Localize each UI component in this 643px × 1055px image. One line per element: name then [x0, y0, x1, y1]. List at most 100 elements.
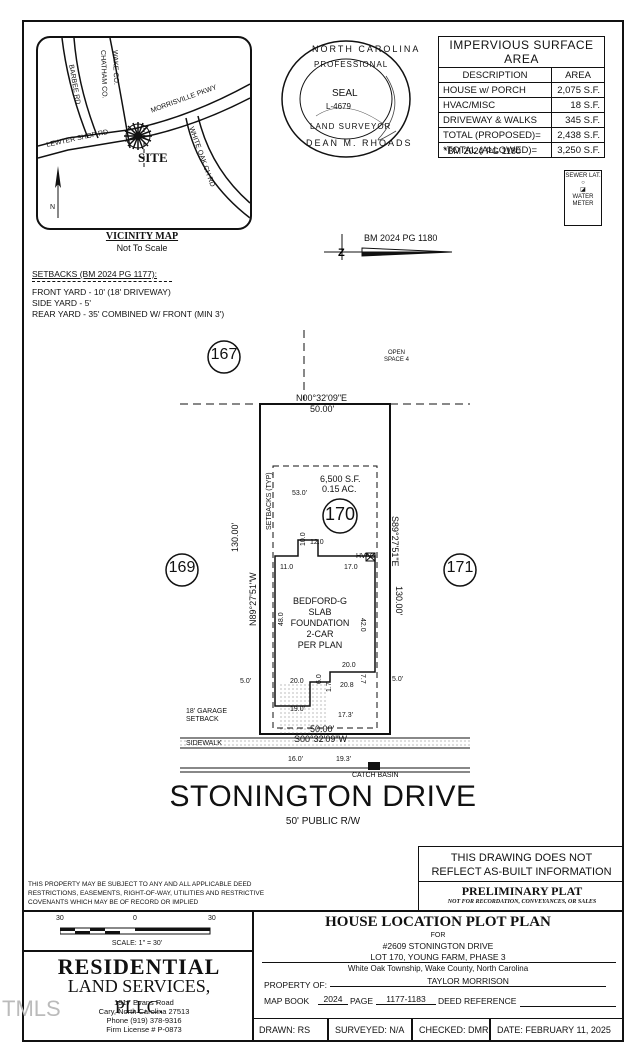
sewer-label: SEWER LAT.	[565, 173, 601, 179]
impervious-note: *BM 2024 PG 1180	[444, 146, 521, 156]
scale-label: SCALE: 1" = 30'	[111, 940, 163, 947]
water-label: WATER METER	[572, 194, 594, 207]
plan-title: HOUSE LOCATION PLOT PLAN	[325, 914, 551, 930]
preliminary-title: PRELIMINARY PLAT	[461, 884, 583, 898]
scale-divider	[22, 950, 252, 952]
bearing-bottom: S00°32'09"W	[294, 734, 348, 744]
catch-basin-icon	[368, 762, 380, 770]
site-label: SITE	[138, 150, 168, 165]
lot-170-circle	[322, 498, 358, 534]
company-address: 1917 Evans Road Cary, North Carolina 275…	[44, 998, 244, 1034]
company-license: Firm License # P-0873	[106, 1025, 182, 1034]
dim-20-8: 20.8	[340, 682, 354, 689]
lot-171-label: 171	[446, 559, 474, 576]
dim-17: 17.0	[344, 564, 358, 571]
dim-48: 48.0	[278, 612, 285, 626]
impervious-col-desc: DESCRIPTION	[438, 67, 552, 83]
company-addr2: Cary, North Carolina 27513	[98, 1007, 190, 1016]
scale-right: 30	[208, 915, 216, 922]
asbuilt-notice: THIS DRAWING DOES NOT REFLECT AS-BUILT I…	[418, 846, 624, 882]
row-area: 2,438 S.F.	[551, 127, 605, 143]
open-space-line: SPACE 4	[384, 357, 409, 363]
row-area: 18 S.F.	[551, 97, 605, 113]
scale-bar	[60, 927, 211, 935]
row-area: 2,075 S.F.	[551, 82, 605, 98]
seal-land-surveyor: LAND SURVEYOR	[310, 122, 392, 131]
dim-19: 19.0'	[290, 706, 305, 713]
property-of-value: TAYLOR MORRISON	[330, 976, 606, 987]
deed-line	[520, 1006, 616, 1007]
hvac-icon	[365, 552, 376, 562]
house-line: 2-CAR	[306, 629, 334, 639]
seal-name: DEAN M. RHOADS	[306, 138, 413, 148]
bm-label: BM 2024 PG 1180	[364, 233, 438, 243]
preliminary-box: PRELIMINARY PLAT NOT FOR RECORDATION, CO…	[418, 882, 625, 910]
utility-legend: SEWER LAT. ○ ◪ WATER METER	[564, 170, 602, 226]
open-space-line: OPEN	[387, 350, 405, 356]
water-meter-icon: ◪	[580, 187, 586, 193]
dim-11: 11.0	[280, 564, 294, 571]
house-line: FOUNDATION	[290, 618, 350, 628]
north-label: N	[50, 204, 56, 211]
disclaimer-text: THIS PROPERTY MAY BE SUBJECT TO ANY AND …	[28, 881, 265, 906]
distance-right: 130.00'	[394, 586, 404, 616]
sidewalk-label: SIDEWALK	[186, 740, 222, 747]
catch-basin-label: CATCH BASIN	[352, 772, 399, 779]
lot-169-label: 169	[168, 559, 196, 576]
impervious-title: IMPERVIOUS SURFACE AREA	[438, 36, 605, 68]
garage-setback-line: SETBACK	[186, 716, 219, 723]
vicinity-map: BARBEE RD WAKE CO. CHATHAM CO. MORRISVIL…	[36, 36, 252, 230]
house-line: SLAB	[308, 607, 332, 617]
setback-rear: REAR YARD - 35' COMBINED W/ FRONT (MIN 3…	[32, 309, 225, 319]
table-row: *TOTAL (ALLOWED)=3,250 S.F.	[438, 142, 605, 158]
dim-1-7: 1.7	[326, 682, 333, 692]
company-name-2: LAND SERVICES, PLLC.	[67, 976, 211, 1017]
row-area: 345 S.F.	[551, 112, 605, 128]
row-desc: HOUSE w/ PORCH	[438, 82, 552, 98]
dim-19-3: 19.3'	[336, 756, 351, 763]
setbacks-typ: SETBACKS (TYP)	[266, 472, 273, 530]
dim-42: 42.0	[359, 618, 366, 632]
vicinity-subtitle: Not To Scale	[116, 243, 168, 253]
surveyor-seal: NORTH CAROLINA PROFESSIONAL SEAL L-4679 …	[276, 36, 418, 162]
dim-20-a: 20.0	[342, 662, 356, 669]
dim-20-b: 20.0	[290, 678, 304, 685]
garage-setback-line: 18' GARAGE	[186, 708, 228, 715]
scale-left: 30	[56, 915, 64, 922]
table-row: TOTAL (PROPOSED)=2,438 S.F.	[438, 127, 605, 143]
lot-167-label: 167	[210, 346, 238, 363]
bearing-left: N89°27'51"W	[248, 572, 258, 626]
bearing-right: S89°27'51"E	[390, 516, 400, 567]
page-label: PAGE	[350, 996, 373, 1006]
plan-for: FOR	[430, 932, 446, 939]
scale-mid: 0	[133, 915, 137, 922]
mapbook-value: 2024	[318, 994, 348, 1005]
plan-lot: LOT 170, YOUNG FARM, PHASE 3	[370, 952, 506, 962]
company-phone: Phone (919) 378-9316	[106, 1016, 182, 1025]
lot-171-circle	[443, 553, 477, 587]
company-addr1: 1917 Evans Road	[114, 998, 174, 1007]
dim-10: 10.0	[300, 532, 307, 546]
row-area: 3,250 S.F.	[551, 142, 605, 158]
lot-169-circle	[165, 553, 199, 587]
seal-word: SEAL	[332, 88, 358, 99]
site-north-arrow-icon: Z	[324, 234, 453, 260]
bearing-top: N00°32'09"E	[296, 393, 348, 403]
setback-front: FRONT YARD - 10' (18' DRIVEWAY)	[32, 287, 171, 297]
row-desc: *TOTAL (ALLOWED)=	[438, 142, 552, 158]
lot-170-label: 170	[324, 504, 356, 524]
distance-left: 130.00'	[230, 522, 240, 552]
plan-township: White Oak Township, Wake County, North C…	[347, 964, 529, 973]
plan-address: #2609 STONINGTON DRIVE	[382, 941, 494, 951]
drawn-by: DRAWN: RS	[252, 1018, 328, 1042]
site-star-icon	[124, 122, 152, 150]
row-desc: HVAC/MISC	[438, 97, 552, 113]
dim-rear-setback: 53.0'	[292, 490, 307, 497]
setbacks-divider	[32, 281, 172, 282]
house-label: BEDFORD-G SLAB FOUNDATION 2-CAR PER PLAN	[286, 596, 354, 651]
preliminary-sub: NOT FOR RECORDATION, CONVEYANCES, OR SAL…	[447, 899, 597, 905]
